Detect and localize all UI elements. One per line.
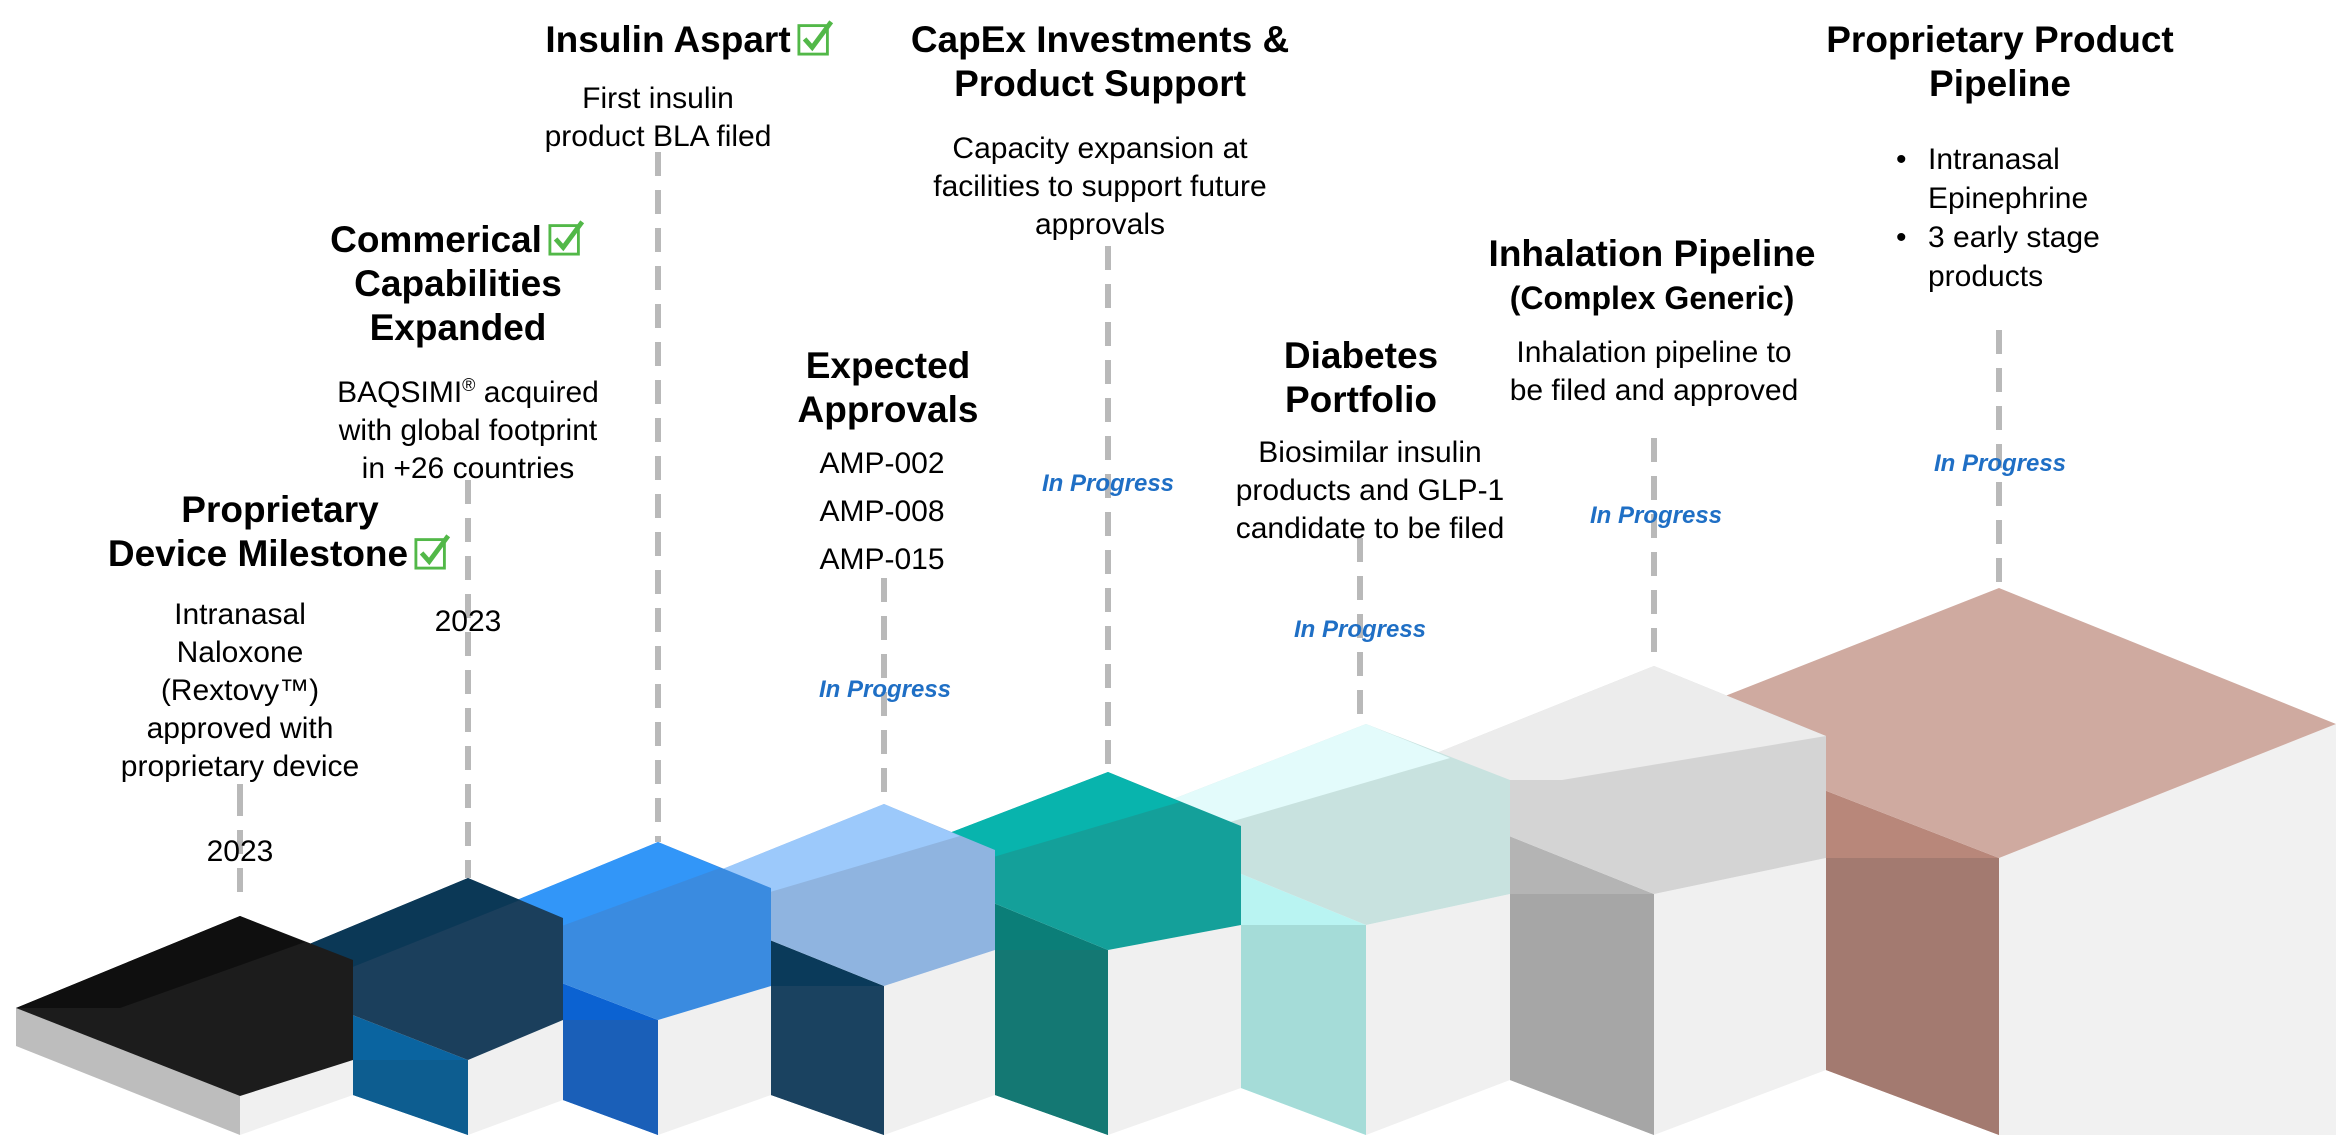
- milestone-2-desc-line: in +26 countries: [361, 452, 575, 485]
- milestone-1-title-line2: Device Milestone: [107, 533, 409, 574]
- checkmark-icon: [797, 20, 833, 56]
- milestone-8-title-line1: Proprietary Product: [1826, 19, 2174, 60]
- milestone-5-desc-line: approvals: [1034, 208, 1166, 241]
- milestone-5-desc: Capacity expansion at facilities to supp…: [910, 130, 1290, 244]
- bullet-text: Epinephrine: [1928, 182, 2089, 215]
- milestone-6-desc-line: Biosimilar insulin: [1258, 436, 1482, 469]
- checkmark-icon: [414, 534, 451, 570]
- milestone-1-title-line1: Proprietary: [181, 489, 379, 530]
- milestone-2-title-line3: Expanded: [369, 307, 547, 348]
- bullet-text: 3 early stage: [1928, 221, 2100, 254]
- milestone-6-desc-line: products and GLP-1: [1235, 474, 1505, 507]
- milestone-5-status: In Progress: [1041, 470, 1175, 497]
- milestone-7-desc: Inhalation pipeline to be filed and appr…: [1480, 334, 1828, 410]
- milestone-1-desc-line: Naloxone: [176, 636, 304, 669]
- milestone-3-title-line1: Insulin Aspart: [545, 19, 791, 60]
- approval-item: AMP-002: [819, 447, 945, 480]
- bullet-item: 3 early stage products: [1894, 218, 2134, 296]
- milestone-2-title-line1: Commerical: [330, 219, 542, 260]
- milestone-5-title-line1: CapEx Investments &: [910, 19, 1290, 60]
- milestone-1-desc-line: Intranasal: [174, 598, 306, 631]
- milestone-6-title-line2: Portfolio: [1284, 379, 1438, 420]
- milestone-6-status: In Progress: [1293, 616, 1427, 643]
- milestone-6-title: Diabetes Portfolio: [1226, 334, 1496, 422]
- milestone-2-title-line2: Capabilities: [354, 263, 562, 304]
- milestone-8-title: Proprietary Product Pipeline: [1800, 18, 2200, 106]
- dashed-connectors: [237, 152, 2002, 900]
- bullet-text: Intranasal: [1928, 143, 2060, 176]
- milestone-1-desc: Intranasal Naloxone (Rextovy™) approved …: [80, 596, 400, 786]
- milestone-2-title: Commerical Capabilities Expanded: [298, 218, 618, 350]
- milestone-3-desc: First insulin product BLA filed: [518, 80, 798, 156]
- milestone-5-desc-line: Capacity expansion at: [952, 132, 1248, 165]
- milestone-7-title-line1: Inhalation Pipeline: [1488, 233, 1816, 274]
- milestone-3-desc-line: First insulin: [582, 82, 734, 115]
- milestone-1-desc-line: approved with: [146, 712, 334, 745]
- step-inhalation-pipeline: [1369, 666, 1826, 1135]
- milestone-2-desc-text: acquired: [475, 376, 599, 409]
- milestone-7-status: In Progress: [1589, 502, 1723, 529]
- milestone-4-title-line1: Expected: [805, 345, 971, 386]
- step-device-milestone: [16, 916, 353, 1135]
- milestone-5-desc-line: facilities to support future: [933, 170, 1267, 203]
- milestone-6-desc-line: candidate to be filed: [1235, 512, 1505, 545]
- milestone-4-status: In Progress: [818, 676, 952, 703]
- milestone-2-year: 2023: [434, 605, 502, 638]
- bullet-text: products: [1928, 260, 2044, 293]
- registered-mark: ®: [462, 375, 476, 395]
- milestone-5-title: CapEx Investments & Product Support: [890, 18, 1310, 106]
- milestone-3-title: Insulin Aspart: [520, 18, 860, 62]
- milestone-2-desc: BAQSIMI® acquired with global footprint …: [308, 366, 628, 488]
- milestone-8-status: In Progress: [1933, 450, 2067, 477]
- step-proprietary-pipeline: [1654, 588, 2336, 1135]
- milestone-3-desc-line: product BLA filed: [544, 120, 772, 153]
- step-insulin-aspart: [434, 842, 771, 1135]
- milestone-6-title-line1: Diabetes: [1283, 335, 1439, 376]
- milestone-4-title: Expected Approvals: [748, 344, 1028, 432]
- step-diabetes-portfolio: [1114, 724, 1510, 1135]
- milestone-4-items: AMP-002 AMP-008 AMP-015: [782, 440, 982, 584]
- milestone-7-desc-line: be filed and approved: [1509, 374, 1799, 407]
- milestone-5-title-line2: Product Support: [954, 63, 1246, 104]
- milestone-1-desc-line: proprietary device: [120, 750, 360, 783]
- milestone-1-year: 2023: [206, 835, 274, 868]
- approval-item: AMP-015: [819, 543, 945, 576]
- milestone-1-desc-line: (Rextovy™): [160, 674, 320, 707]
- checkmark-icon: [548, 220, 585, 256]
- milestone-7-title-line2: (Complex Generic): [1509, 280, 1795, 316]
- milestone-2-desc-text: BAQSIMI: [337, 376, 463, 409]
- milestone-7-title: Inhalation Pipeline (Complex Generic): [1470, 232, 1834, 320]
- milestone-1-title: Proprietary Device Milestone: [80, 488, 480, 576]
- approval-item: AMP-008: [819, 495, 945, 528]
- milestone-8-title-line2: Pipeline: [1929, 63, 2071, 104]
- milestone-2-desc-line: with global footprint: [338, 414, 598, 447]
- milestone-7-desc-line: Inhalation pipeline to: [1516, 336, 1792, 369]
- milestone-6-desc: Biosimilar insulin products and GLP-1 ca…: [1210, 434, 1530, 548]
- milestone-4-title-line2: Approvals: [797, 389, 979, 430]
